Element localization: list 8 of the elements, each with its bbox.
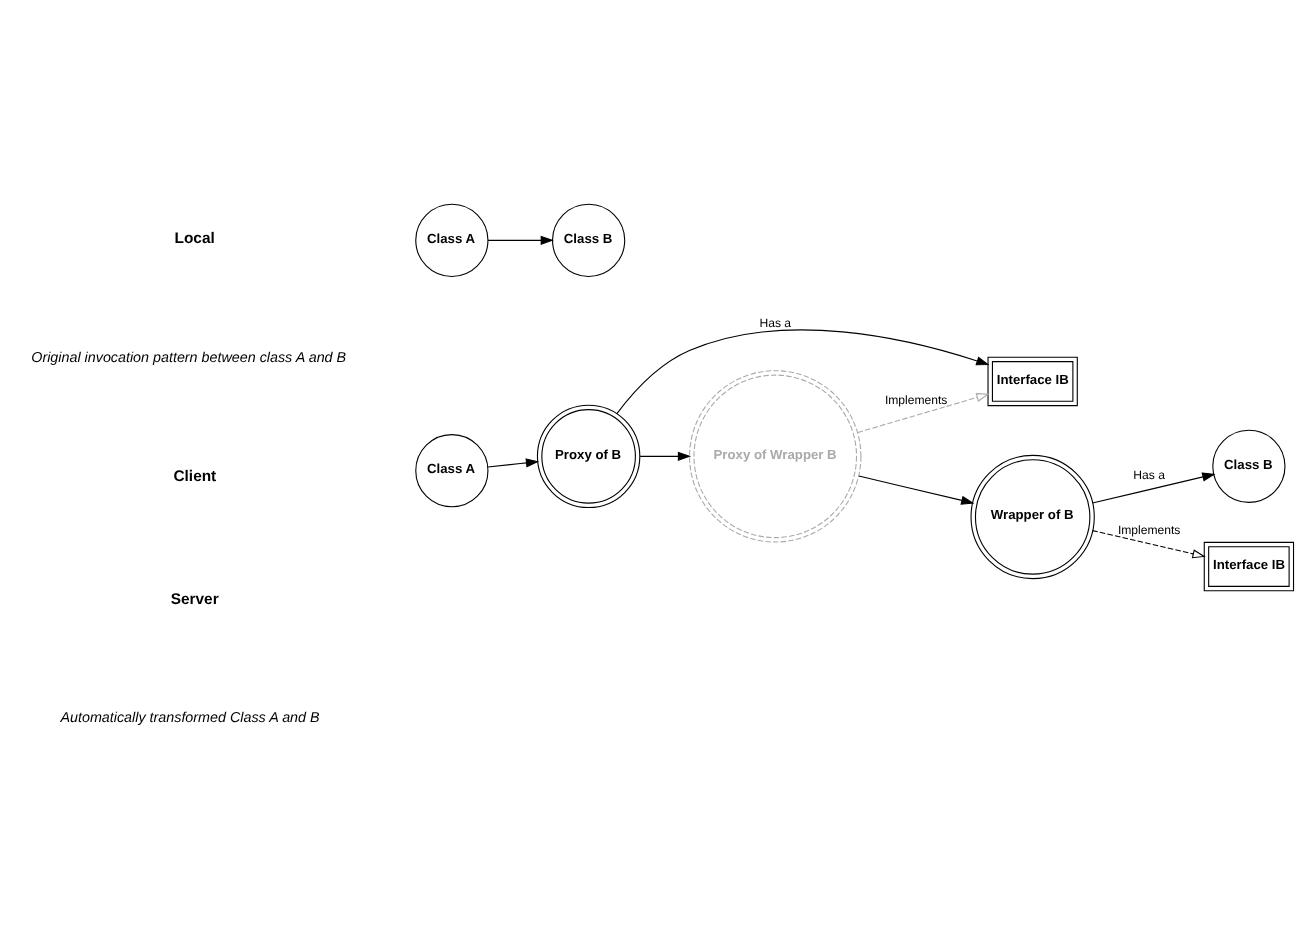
arrow [487, 234, 554, 244]
arrow [639, 450, 692, 460]
arrow [857, 392, 990, 432]
arrow [616, 328, 990, 414]
arrow [858, 474, 975, 504]
arrow [1092, 529, 1206, 558]
arrow [487, 457, 540, 467]
arrow [1092, 471, 1216, 503]
